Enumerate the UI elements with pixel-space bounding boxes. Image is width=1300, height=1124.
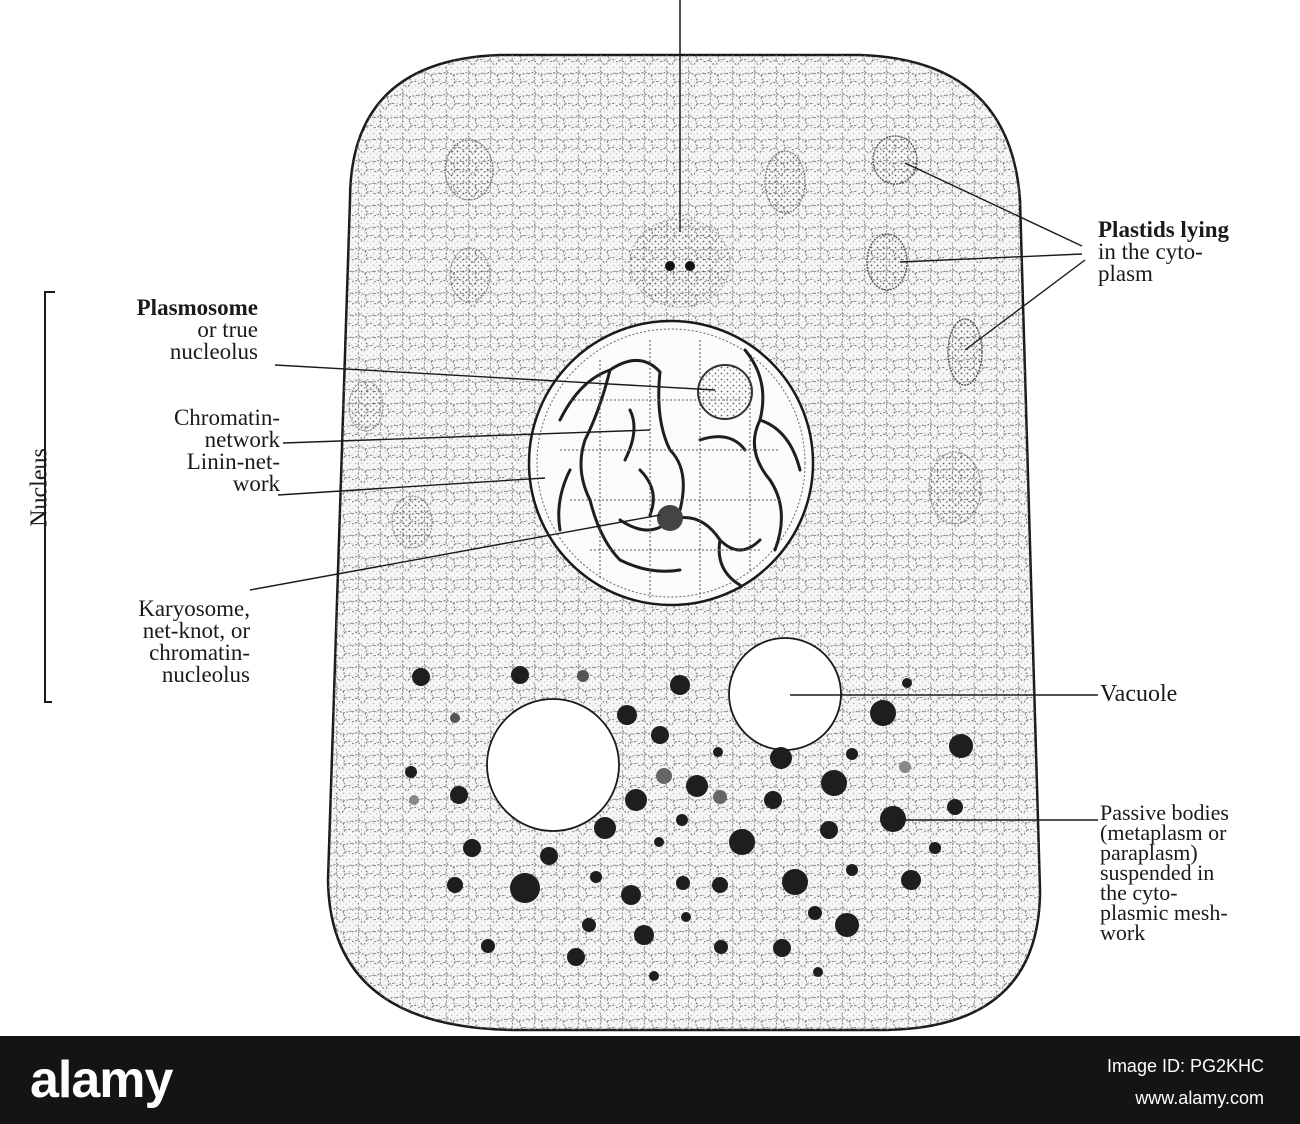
label-karyosome-line2: net-knot, or (142, 618, 250, 643)
plasmosome (697, 364, 753, 420)
label-passive-line7: work (1100, 920, 1146, 945)
label-plastids-line1: Plastids lying (1098, 217, 1230, 242)
label-plasmosome-line1: Plasmosome (136, 295, 258, 320)
label-passive-line4: suspended in (1100, 860, 1215, 885)
label-chromatin-line1: Chromatin- (173, 405, 280, 430)
label-plastids: Plastids lying in the cyto- plasm (1098, 217, 1230, 286)
leader-lines (249, 162, 1098, 821)
label-passive-line5: the cyto- (1100, 880, 1178, 905)
image-id-text: Image ID: PG2KHC (1106, 1056, 1264, 1076)
label-vacuole-text: Vacuole (1100, 681, 1178, 707)
label-karyosome-line3: chromatin- (149, 640, 250, 665)
nucleus (527, 319, 815, 607)
label-passive-line1: Passive bodies (1100, 800, 1229, 825)
label-linin-line2: work (232, 471, 280, 496)
label-linin-line1: Linin-net- (186, 449, 280, 474)
label-passive-line6: plasmic mesh- (1100, 900, 1228, 925)
label-plastids-line3: plasm (1098, 261, 1153, 286)
nucleus-bracket (44, 291, 55, 703)
brand-logo: alamy (30, 1051, 173, 1109)
cell-diagram-figure: Plastids lying in the cyto- plasm Vacuol… (26, 0, 1230, 1032)
label-karyosome-line4: nucleolus (161, 662, 250, 687)
vacuoles (486, 637, 842, 832)
karyosome (657, 505, 683, 531)
label-chromatin: Chromatin- network (60, 405, 280, 452)
label-passive-line3: paraplasm) (1100, 840, 1198, 865)
label-chromatin-line2: network (204, 427, 280, 452)
label-nucleus-bracket: Nucleus (26, 448, 53, 527)
label-plasmosome-line2: or true (197, 317, 258, 342)
label-karyosome: Karyosome, net-knot, or chromatin- nucle… (60, 596, 250, 687)
site-url-text: www.alamy.com (1135, 1088, 1264, 1108)
label-passive-bodies: Passive bodies (metaplasm or paraplasm) … (1100, 800, 1229, 945)
label-vacuole: Vacuole (1100, 681, 1178, 707)
centrosome (629, 0, 731, 308)
label-linin: Linin-net- work (60, 449, 280, 496)
watermark-footer: alamy Image ID: PG2KHC www.alamy.com (0, 1036, 1300, 1124)
passive-bodies (405, 666, 973, 981)
label-passive-line2: (metaplasm or (1100, 820, 1227, 845)
label-plasmosome-line3: nucleolus (169, 339, 258, 364)
linin-network (560, 340, 780, 600)
cell-diagram-svg (44, 0, 1098, 1032)
label-plasmosome: Plasmosome or true nucleolus (60, 295, 258, 364)
label-karyosome-line1: Karyosome, (138, 596, 250, 621)
label-plastids-line2: in the cyto- (1098, 239, 1203, 264)
